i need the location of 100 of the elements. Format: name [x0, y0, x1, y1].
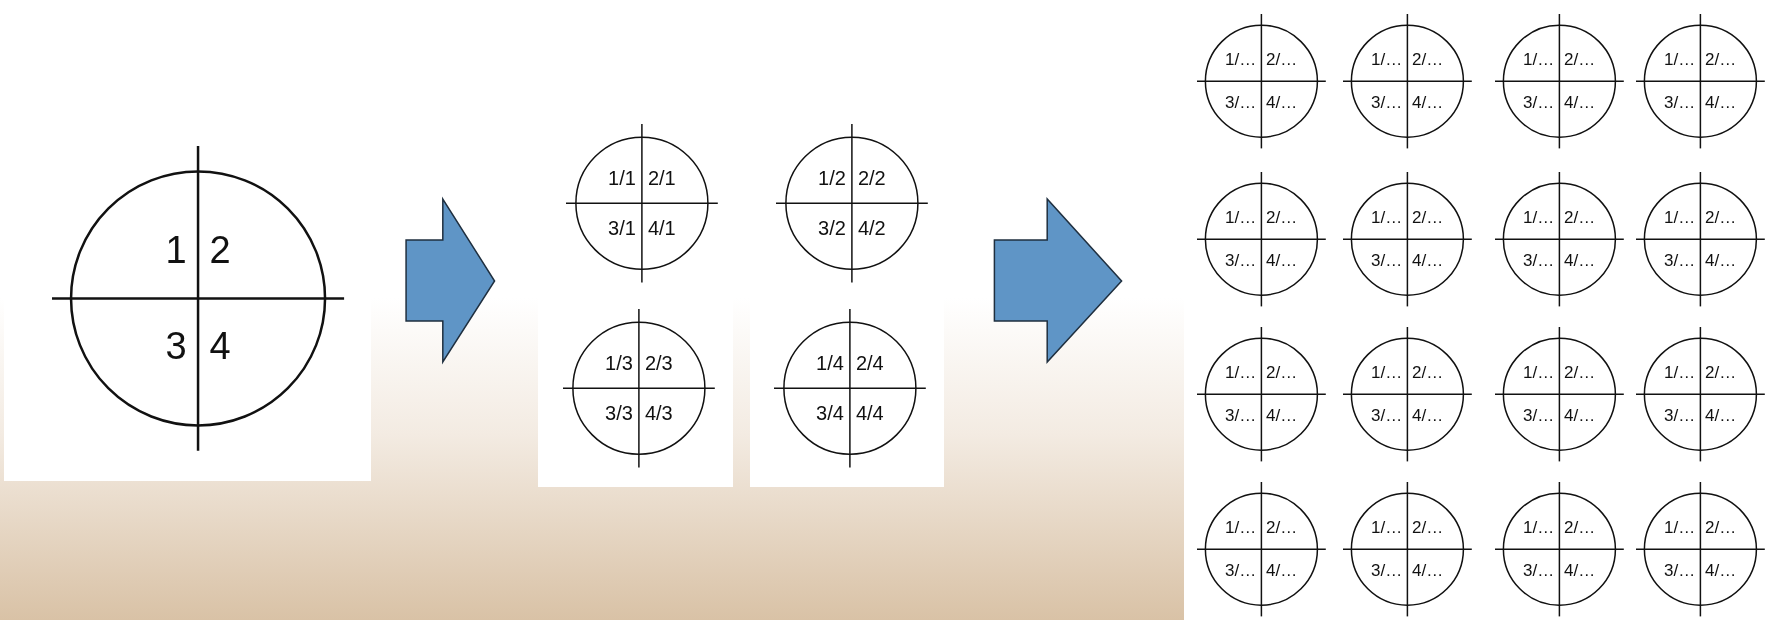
- quadrant-number: 1/3: [605, 352, 633, 373]
- quadrant-number: 4/…: [1564, 251, 1596, 269]
- quadrant-number: 2/…: [1412, 209, 1444, 227]
- quadrant-number: 3/1: [608, 218, 636, 239]
- quadrant-number: 3/…: [1224, 251, 1257, 269]
- quadrant-number: 3/…: [1370, 251, 1403, 269]
- divided-circle: [774, 308, 926, 468]
- quadrant-number: 2/…: [1266, 51, 1298, 69]
- divided-circle: [1196, 326, 1326, 462]
- quadrant-number: 1/…: [1224, 209, 1257, 227]
- divided-circle: [1494, 13, 1624, 149]
- quadrant-number: 1/…: [1663, 519, 1696, 537]
- quadrant-number: 1/…: [1224, 364, 1257, 382]
- divided-circle: [1342, 171, 1472, 307]
- quadrant-number: 3/…: [1522, 561, 1555, 579]
- divided-circle: [566, 123, 718, 283]
- divided-circle: [1342, 326, 1472, 462]
- quadrant-number: 4/…: [1266, 561, 1298, 579]
- divided-circle: [51, 145, 345, 451]
- quadrant-number: 3/…: [1224, 93, 1257, 111]
- divided-circle: [1342, 481, 1472, 617]
- quadrant-number: 2/…: [1564, 519, 1596, 537]
- quadrant-number: 2/…: [1705, 519, 1737, 537]
- quadrant-number: 2/…: [1412, 51, 1444, 69]
- quadrant-number: 4/…: [1564, 93, 1596, 111]
- quadrant-number: 2/…: [1564, 364, 1596, 382]
- quadrant-number: 3/…: [1663, 561, 1696, 579]
- quadrant-number: 4/…: [1705, 93, 1737, 111]
- divided-circle: [776, 123, 928, 283]
- quadrant-number: 2/…: [1705, 364, 1737, 382]
- quadrant-number: 1: [165, 230, 187, 269]
- quadrant-number: 3/…: [1224, 406, 1257, 424]
- quadrant-number: 1/…: [1663, 209, 1696, 227]
- quadrant-number: 2/…: [1564, 209, 1596, 227]
- quadrant-number: 4/2: [857, 218, 886, 239]
- quadrant-number: 1/…: [1370, 519, 1403, 537]
- quadrant-number: 4/…: [1412, 251, 1444, 269]
- quadrant-number: 4/…: [1412, 406, 1444, 424]
- quadrant-number: 3/…: [1663, 93, 1696, 111]
- quadrant-number: 4/…: [1412, 93, 1444, 111]
- quadrant-number: 1/…: [1370, 51, 1403, 69]
- divided-circle: [1196, 13, 1326, 149]
- divided-circle: [1635, 171, 1765, 307]
- quadrant-number: 1/4: [816, 352, 844, 373]
- quadrant-number: 4: [209, 327, 231, 366]
- block-arrow: [993, 197, 1123, 364]
- quadrant-number: 4/4: [855, 403, 884, 424]
- quadrant-number: 4/…: [1564, 406, 1596, 424]
- divided-circle: [1635, 326, 1765, 462]
- quadrant-number: 1/…: [1663, 364, 1696, 382]
- divided-circle: [1494, 481, 1624, 617]
- quadrant-number: 3/4: [816, 403, 844, 424]
- quadrant-number: 2/…: [1266, 364, 1298, 382]
- quadrant-number: 4/…: [1564, 561, 1596, 579]
- quadrant-number: 1/…: [1224, 51, 1257, 69]
- quadrant-number: 1/…: [1224, 519, 1257, 537]
- divided-circle: [1635, 481, 1765, 617]
- quadrant-number: 1/…: [1522, 51, 1555, 69]
- quadrant-number: 2/…: [1564, 51, 1596, 69]
- divided-circle: [1494, 171, 1624, 307]
- quadrant-number: 3/…: [1370, 561, 1403, 579]
- quadrant-number: 1/…: [1370, 364, 1403, 382]
- quadrant-number: 3/…: [1522, 93, 1555, 111]
- quadrant-number: 2/…: [1412, 364, 1444, 382]
- quadrant-number: 2/4: [855, 352, 884, 373]
- quadrant-number: 2/1: [647, 167, 676, 188]
- quadrant-number: 3/…: [1224, 561, 1257, 579]
- divided-circle: [1342, 13, 1472, 149]
- quadrant-number: 3/3: [605, 403, 633, 424]
- quadrant-number: 3/…: [1663, 251, 1696, 269]
- quadrant-number: 2/2: [857, 167, 886, 188]
- divided-circle: [1196, 481, 1326, 617]
- quadrant-number: 1/…: [1370, 209, 1403, 227]
- quadrant-number: 4/…: [1705, 561, 1737, 579]
- quadrant-number: 4/3: [644, 403, 673, 424]
- quadrant-number: 4/…: [1266, 251, 1298, 269]
- quadrant-number: 1/…: [1522, 364, 1555, 382]
- quadrant-number: 1/1: [608, 167, 636, 188]
- quadrant-number: 2/…: [1705, 209, 1737, 227]
- divided-circle: [1196, 171, 1326, 307]
- quadrant-number: 1/2: [818, 167, 846, 188]
- block-arrow: [405, 196, 496, 365]
- quadrant-number: 4/…: [1266, 406, 1298, 424]
- quadrant-number: 1/…: [1663, 51, 1696, 69]
- quadrant-number: 2/3: [644, 352, 673, 373]
- divided-circle: [1494, 326, 1624, 462]
- quadrant-number: 3/…: [1663, 406, 1696, 424]
- quadrant-number: 3/2: [818, 218, 846, 239]
- quadrant-number: 4/…: [1705, 251, 1737, 269]
- quadrant-number: 4/…: [1412, 561, 1444, 579]
- quadrant-number: 2/…: [1266, 209, 1298, 227]
- quadrant-number: 2/…: [1266, 519, 1298, 537]
- quadrant-number: 1/…: [1522, 519, 1555, 537]
- quadrant-number: 4/…: [1266, 93, 1298, 111]
- quadrant-number: 2/…: [1705, 51, 1737, 69]
- divided-circle: [1635, 13, 1765, 149]
- quadrant-number: 1/…: [1522, 209, 1555, 227]
- quadrant-number: 3/…: [1370, 406, 1403, 424]
- quadrant-number: 3/…: [1370, 93, 1403, 111]
- quadrant-number: 3: [165, 327, 187, 366]
